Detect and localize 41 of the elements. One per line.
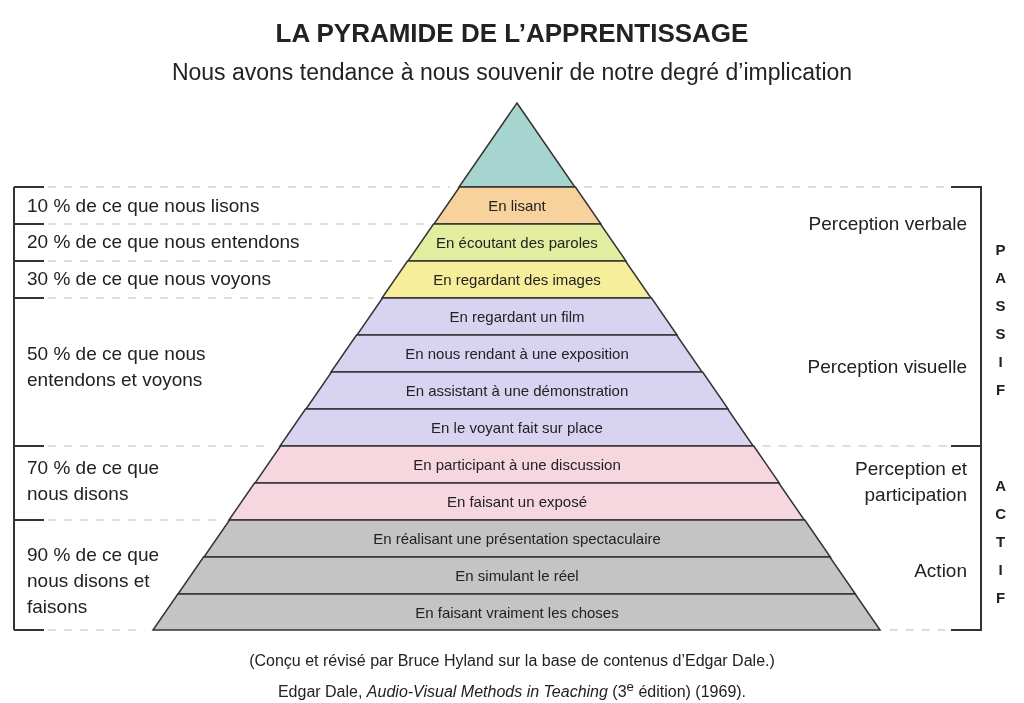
- category-label: Perception visuelle: [806, 355, 967, 379]
- citation: Edgar Dale, Audio-Visual Methods in Teaching (3$^{e}$ édition) (1969).: [276, 678, 748, 703]
- band-label: En simulant le réel: [455, 567, 579, 584]
- pyramid-band: [433, 187, 601, 224]
- pyramid-band: [254, 446, 780, 483]
- pyramid-band: [178, 557, 856, 594]
- caption: (Conçu et révisé par Bruce Hyland sur la base de contenus d’Edgar Dale.): [248, 651, 776, 671]
- band-label: En lisant: [488, 197, 546, 214]
- band-label: En réalisant une présentation spectaculaire: [373, 530, 661, 547]
- vertical-label: PASSIF: [995, 240, 1007, 400]
- category-label: Perception et participation: [854, 457, 967, 507]
- pyramid-band: [203, 520, 831, 557]
- percentage-label: 90 % de ce que nous disons et faisons: [27, 543, 161, 619]
- title: LA PYRAMIDE DE L’APPRENTISSAGE: [274, 18, 750, 49]
- band-label: En assistant à une démonstration: [405, 382, 629, 399]
- percentage-label: 70 % de ce que nous disons: [27, 456, 161, 506]
- pyramid-band: [408, 224, 626, 261]
- vertical-label: ACTIF: [995, 476, 1007, 608]
- subtitle: Nous avons tendance à nous souvenir de notre degré d’implication: [170, 58, 854, 87]
- percentage-label: 20 % de ce que nous entendons: [27, 230, 301, 254]
- band-label: En participant à une discussion: [413, 456, 621, 473]
- percentage-label: 30 % de ce que nous voyons: [27, 267, 272, 291]
- band-label: En le voyant fait sur place: [431, 419, 603, 436]
- percentage-label: 50 % de ce que nous entendons et voyons: [27, 342, 207, 392]
- pyramid-apex: [459, 103, 575, 187]
- band-label: En regardant un film: [449, 308, 585, 325]
- band-label: En écoutant des paroles: [436, 234, 598, 251]
- band-label: En faisant vraiment les choses: [415, 603, 619, 621]
- pyramid-band: [153, 594, 881, 630]
- pyramid-band: [356, 298, 677, 335]
- band-label: En faisant un exposé: [446, 493, 588, 510]
- band-label: En regardant des images: [433, 271, 601, 288]
- pyramid-band: [331, 335, 703, 372]
- pyramid-band: [229, 483, 805, 520]
- pyramid-band: [382, 261, 652, 298]
- pyramid-band: [305, 372, 729, 409]
- category-label: Perception verbale: [807, 212, 967, 236]
- category-label: Action: [913, 559, 967, 583]
- band-label: En nous rendant à une exposition: [405, 345, 629, 362]
- percentage-label: 10 % de ce que nous lisons: [27, 194, 261, 218]
- pyramid-band: [280, 409, 754, 446]
